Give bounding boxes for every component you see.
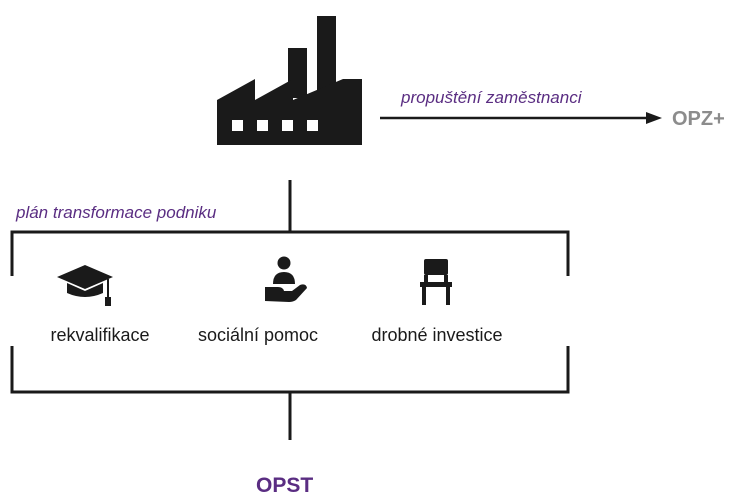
- factory-icon: [217, 16, 362, 145]
- arrow-target-label: OPZ+: [672, 108, 725, 130]
- bracket-bottom: [10, 346, 570, 394]
- opst-label: OPST: [256, 474, 314, 497]
- arrow-to-opz: [380, 112, 662, 124]
- bracket-top: [10, 230, 570, 276]
- hand-holding-person-icon: [265, 256, 307, 302]
- arrow-label: propuštění zaměstnanci: [401, 88, 582, 107]
- chair-icon: [420, 259, 452, 305]
- graduation-cap-icon: [57, 265, 113, 306]
- service-label-small-investments: drobné investice: [371, 325, 503, 345]
- plan-label: plán transformace podniku: [16, 203, 217, 222]
- service-label-retraining: rekvalifikace: [50, 325, 150, 345]
- service-label-social-help: sociální pomoc: [197, 325, 319, 345]
